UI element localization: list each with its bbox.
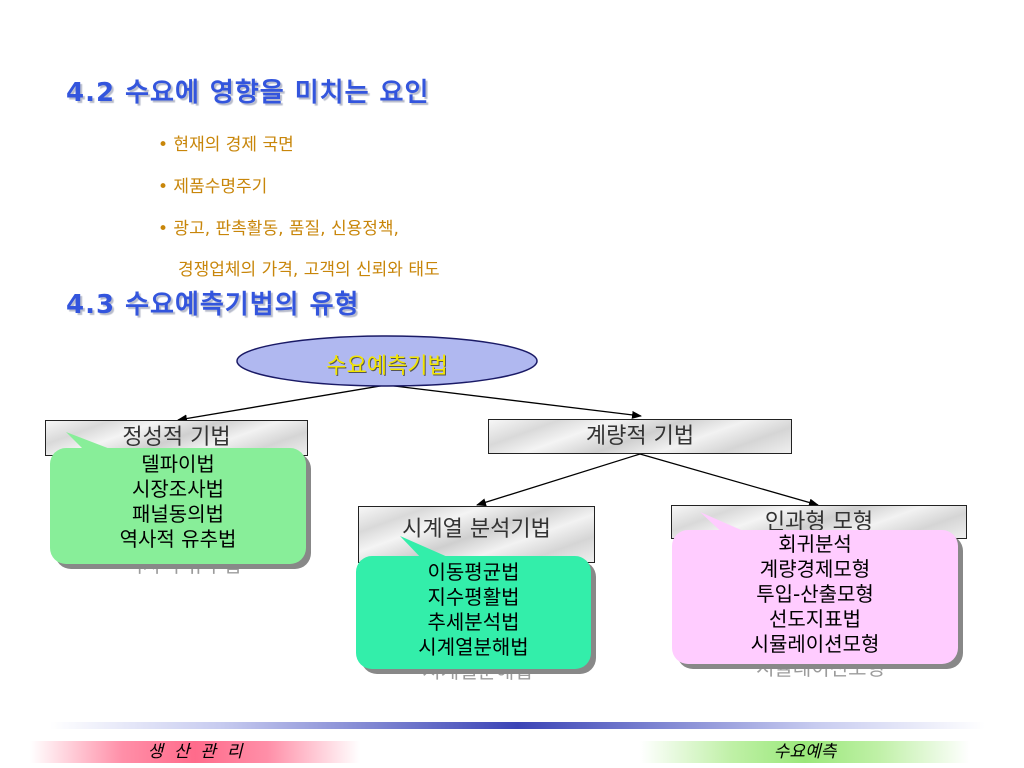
category-label: 계량적 기법 xyxy=(585,424,695,449)
factor-item: 경쟁업체의 가격, 고객의 신뢰와 태도 xyxy=(178,260,440,280)
category-label: 시계열 분석기법 xyxy=(402,517,551,542)
footer-left-band xyxy=(30,741,360,763)
factor-item: • 광고, 판촉활동, 품질, 신용정책, xyxy=(158,219,399,239)
method-item: 시장조사법 xyxy=(132,477,224,501)
callout-qualitative-methods: 델파이법 시장조사법 패널동의법 역사적 유추법 xyxy=(50,448,306,564)
footer-right-label: 수요예측 xyxy=(773,742,837,762)
footer-divider xyxy=(50,722,985,729)
root-label: 수요예측기법 xyxy=(326,354,448,379)
method-item: 계량경제모형 xyxy=(759,557,871,581)
method-item: 선도지표법 xyxy=(769,607,861,631)
method-item: 델파이법 xyxy=(141,452,215,476)
method-item: 투입-산출모형 xyxy=(756,582,874,606)
method-item: 이동평균법 xyxy=(427,560,520,584)
callout-causal-methods: 회귀분석 계량경제모형 투입-산출모형 선도지표법 시뮬레이션모형 xyxy=(672,530,958,664)
heading-factors: 4.2 수요에 영향을 미치는 요인 xyxy=(66,78,430,108)
callout-tail-teal xyxy=(400,536,450,562)
arrow-root-to-qualitative xyxy=(177,384,387,423)
method-item: 시뮬레이션모형 xyxy=(750,632,880,656)
footer-left-label: 생 산 관 리 xyxy=(147,742,243,762)
method-item: 추세분석법 xyxy=(427,610,520,634)
category-label: 정성적 기법 xyxy=(122,425,231,450)
factor-item: • 제품수명주기 xyxy=(158,177,268,197)
method-item: 지수평활법 xyxy=(427,585,520,609)
arrow-quantitative-to-time-series xyxy=(476,453,641,507)
arrow-root-to-quantitative xyxy=(385,384,642,419)
category-box-quantitative: 계량적 기법 xyxy=(488,419,792,454)
arrow-quantitative-to-causal xyxy=(639,453,819,507)
callout-time-series-methods: 이동평균법 지수평활법 추세분석법 시계열분해법 xyxy=(356,556,591,669)
method-item: 회귀분석 xyxy=(778,532,852,556)
method-item: 시계열분해법 xyxy=(418,635,529,659)
category-box-time-series: 시계열 분석기법 xyxy=(358,506,595,563)
heading-forecast-types: 4.3 수요예측기법의 유형 xyxy=(66,290,360,320)
method-item: 역사적 유추법 xyxy=(119,527,237,551)
method-item: 패널동의법 xyxy=(132,502,224,526)
footer-right-band xyxy=(640,741,970,763)
factor-item: • 현재의 경제 국면 xyxy=(158,135,294,155)
